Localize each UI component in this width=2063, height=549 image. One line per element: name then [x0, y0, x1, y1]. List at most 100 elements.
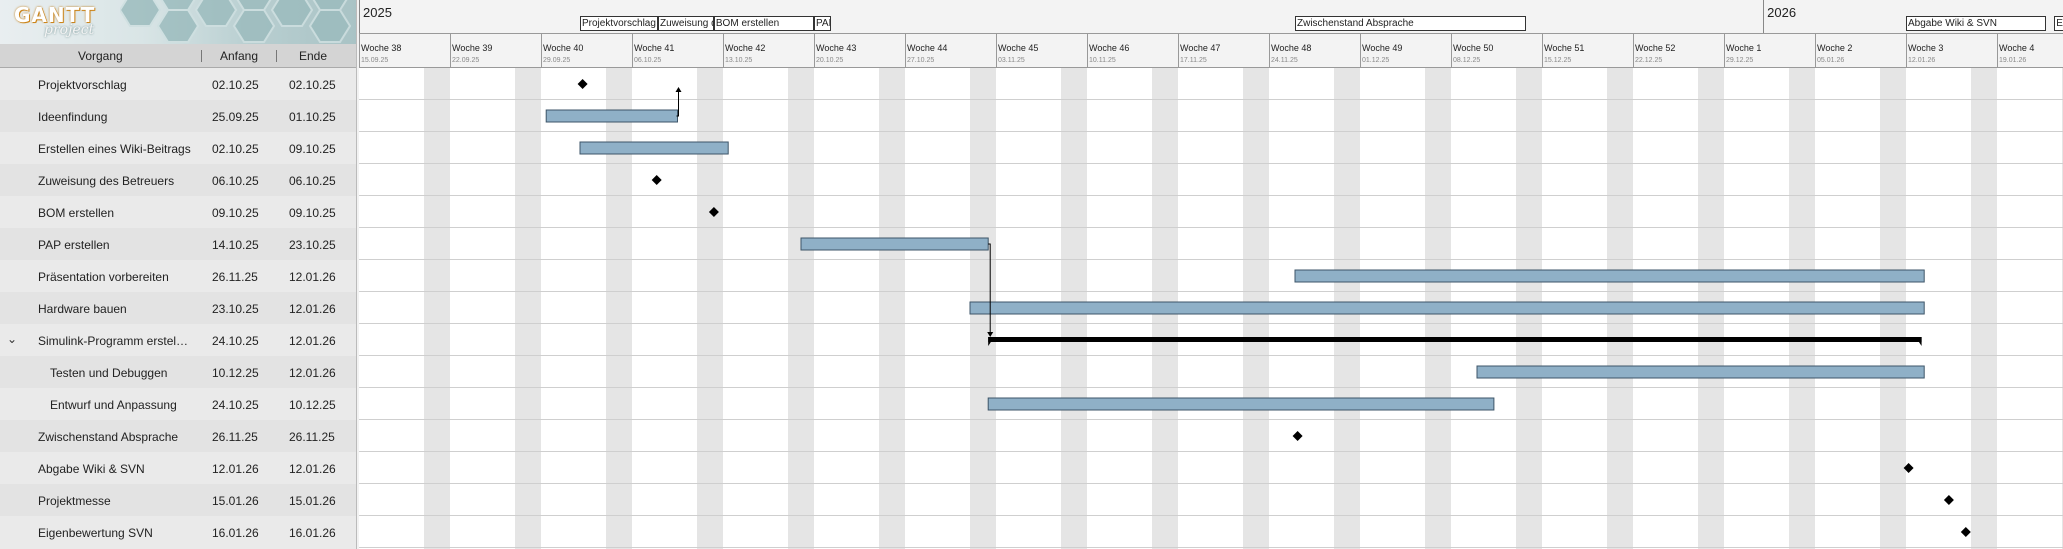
week-divider: [905, 33, 906, 67]
timeline-header-divider: [359, 33, 2063, 34]
weekend-band: [879, 68, 905, 549]
task-name: Zwischenstand Absprache: [38, 430, 179, 444]
week-date: 10.11.25: [1089, 57, 1116, 64]
column-header-start[interactable]: Anfang: [220, 49, 259, 63]
week-divider: [1542, 33, 1543, 67]
week-divider: [1906, 33, 1907, 67]
milestone-header-label[interactable]: Abgabe Wiki & SVN: [1906, 16, 2047, 31]
milestone-header-label[interactable]: Zwischenstand Absprache: [1295, 16, 1527, 31]
task-start-date: 26.11.25: [212, 270, 258, 284]
week-divider: [1815, 33, 1816, 67]
task-bar: [969, 301, 1925, 315]
week-label: Woche 43: [816, 43, 857, 53]
task-end-date: 10.12.25: [289, 398, 336, 412]
milestone-diamond: [577, 79, 588, 89]
week-date: 06.10.25: [634, 57, 662, 64]
column-resize-handle[interactable]: [276, 50, 277, 62]
week-date: 29.12.25: [1726, 57, 1754, 64]
week-date: 15.09.25: [361, 57, 389, 64]
task-end-date: 12.01.26: [289, 462, 336, 476]
milestone-header-label[interactable]: Eigenbewertung SVN: [2054, 16, 2063, 31]
week-date: 08.12.25: [1453, 57, 1481, 64]
column-header-end[interactable]: Ende: [299, 49, 328, 63]
week-divider: [996, 33, 997, 67]
milestone-diamond: [1943, 495, 1954, 505]
task-start-date: 12.01.26: [212, 462, 259, 476]
week-divider: [723, 33, 724, 67]
dependency-arrow: [988, 243, 991, 334]
week-label: Woche 40: [543, 43, 584, 53]
pane-splitter[interactable]: [356, 0, 359, 549]
task-row[interactable]: Eigenbewertung SVN 16.01.26 16.01.26: [0, 516, 356, 548]
week-date: 19.01.26: [1999, 57, 2027, 64]
task-start-date: 24.10.25: [212, 334, 259, 348]
week-date: 17.11.25: [1180, 57, 1207, 64]
task-start-date: 16.01.26: [212, 526, 259, 540]
week-label: Woche 47: [1180, 43, 1221, 53]
week-date: 05.01.26: [1817, 57, 1845, 64]
task-end-date: 15.01.26: [289, 494, 336, 508]
week-divider: [632, 33, 633, 67]
week-date: 20.10.25: [816, 57, 844, 64]
milestone-diamond: [1903, 463, 1914, 473]
milestone-diamond: [651, 175, 662, 185]
week-divider: [541, 33, 542, 67]
year-divider: [1763, 0, 1765, 33]
week-label: Woche 41: [634, 43, 675, 53]
week-divider: [1087, 33, 1088, 67]
week-date: 03.11.25: [998, 57, 1025, 64]
task-row[interactable]: Abgabe Wiki & SVN 12.01.26 12.01.26: [0, 452, 356, 484]
week-divider: [1178, 33, 1179, 67]
task-name: Zuweisung des Betreuers: [38, 174, 175, 188]
week-divider: [814, 33, 815, 67]
task-name: Entwurf und Anpassung: [50, 398, 177, 412]
column-resize-handle[interactable]: [201, 50, 202, 62]
expand-chevron-icon[interactable]: ⌄: [7, 332, 18, 346]
task-end-date: 16.01.26: [289, 526, 336, 540]
task-name: Eigenbewertung SVN: [38, 526, 153, 540]
weekend-band: [515, 68, 541, 549]
week-date: 22.09.25: [452, 57, 480, 64]
task-start-date: 10.12.25: [212, 366, 259, 380]
year-divider: [359, 0, 360, 33]
weekend-band: [606, 68, 632, 549]
week-label: Woche 1: [1726, 43, 1762, 53]
milestone-header-label[interactable]: BOM erstellen: [713, 16, 814, 31]
gantt-chart-area: [359, 68, 2063, 549]
task-start-date: 02.10.25: [212, 78, 259, 92]
week-label: Woche 52: [1635, 43, 1676, 53]
milestone-header-label[interactable]: Zuweisung des Betreuers: [658, 16, 714, 31]
task-bar: [1294, 269, 1925, 283]
task-end-date: 01.10.25: [289, 110, 336, 124]
task-name: Erstellen eines Wiki-Beitrags: [38, 142, 191, 156]
weekend-band: [1971, 68, 1997, 549]
week-date: 01.12.25: [1362, 57, 1390, 64]
task-end-date: 12.01.26: [289, 302, 336, 316]
week-label: Woche 49: [1362, 43, 1403, 53]
task-name: Abgabe Wiki & SVN: [38, 462, 145, 476]
week-label: Woche 50: [1453, 43, 1494, 53]
milestone-header-label[interactable]: PAP erstellen: [814, 16, 831, 31]
milestone-header-label[interactable]: Projektvorschlag: [580, 16, 658, 31]
task-table-header: Vorgang Anfang Ende: [0, 44, 356, 68]
milestone-diamond: [1292, 431, 1303, 441]
column-header-task[interactable]: Vorgang: [78, 49, 123, 63]
year-label: 2026: [1767, 5, 1797, 20]
arrow-head-icon: [675, 87, 682, 92]
task-start-date: 26.11.25: [212, 430, 258, 444]
week-label: Woche 51: [1544, 43, 1585, 53]
